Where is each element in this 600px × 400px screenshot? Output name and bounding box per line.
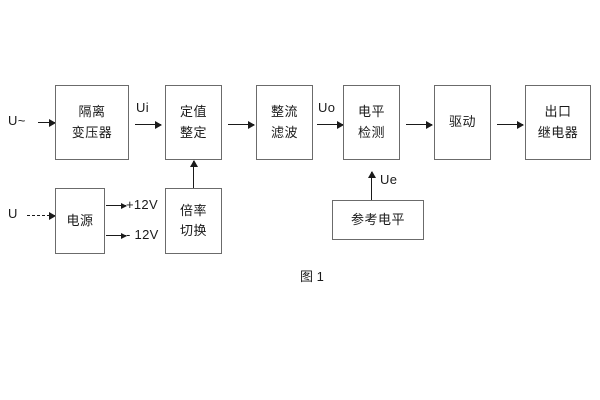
arrow-reference-level-to-level-detection [371,172,373,200]
block-output-relay-line1: 出口 [544,104,572,120]
block-level-detection: 电平 检测 [343,85,400,160]
input-label-dc: U [8,206,18,221]
block-output-relay-line2: 继电器 [537,124,579,140]
block-level-detection-line2: 检测 [357,124,385,140]
arrow-rectify-filter-to-level-detection [317,124,343,126]
block-isolation-transformer: 隔离 变压器 [55,85,129,160]
arrow-ac-to-isolation-transformer [38,122,55,124]
signal-label-ui: Ui [136,100,149,115]
block-rectify-filter: 整流 滤波 [256,85,313,160]
block-isolation-transformer-line1: 隔离 [78,104,106,120]
arrow-rail-positive [106,205,126,207]
signal-label-uo: Uo [318,100,336,115]
block-multiplier-switch-line1: 倍率 [179,202,207,218]
arrow-isolation-transformer-to-setting-value [135,124,161,126]
signal-label-ue: Ue [380,172,398,187]
rail-label-negative: - 12V [126,227,159,242]
arrow-multiplier-switch-to-setting-value [193,161,195,188]
block-multiplier-switch-line2: 切换 [179,223,207,238]
block-drive: 驱动 [434,85,491,160]
block-output-relay: 出口 继电器 [525,85,591,160]
block-power-supply: 电源 [55,188,105,254]
block-rectify-filter-line1: 整流 [270,104,298,120]
arrow-rail-negative [106,235,126,237]
block-power-supply-line1: 电源 [66,212,94,228]
block-multiplier-switch: 倍率 切换 [165,188,222,254]
figure-caption: 图 1 [300,269,324,284]
arrow-dc-to-power-supply [27,215,55,216]
block-reference-level: 参考电平 [332,200,424,240]
block-reference-level-line1: 参考电平 [350,211,405,227]
rail-label-positive: +12V [126,197,158,212]
block-drive-line1: 驱动 [448,114,476,130]
block-setting-value: 定值 整定 [165,85,222,160]
arrow-setting-value-to-rectify-filter [228,124,254,126]
input-label-ac: U~ [8,113,26,128]
block-setting-value-line2: 整定 [179,124,207,140]
arrow-drive-to-output-relay [497,124,523,126]
block-setting-value-line1: 定值 [179,104,207,120]
arrow-level-detection-to-drive [406,124,432,126]
block-rectify-filter-line2: 滤波 [270,124,298,140]
block-isolation-transformer-line2: 变压器 [71,124,113,140]
block-level-detection-line1: 电平 [357,104,385,120]
